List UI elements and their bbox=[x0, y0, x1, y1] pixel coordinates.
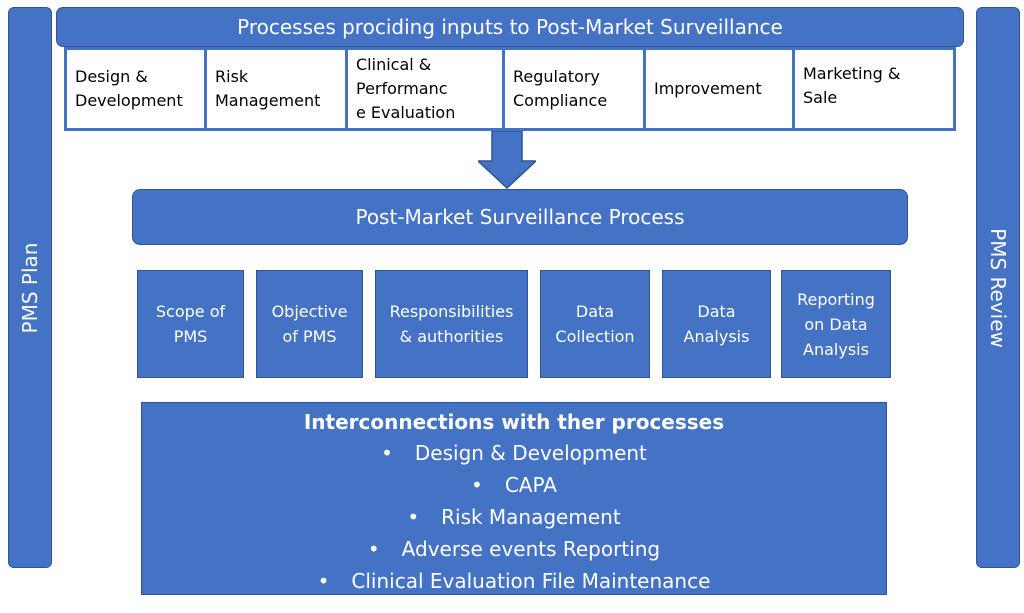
element-box-line: of PMS bbox=[282, 327, 337, 346]
input-box-line: Marketing & bbox=[803, 64, 901, 83]
element-box-line: Analysis bbox=[683, 327, 750, 346]
bullet-icon: • bbox=[367, 537, 380, 561]
interconnections-item: • Clinical Evaluation File Maintenance bbox=[142, 565, 886, 597]
bullet-icon: • bbox=[317, 569, 330, 593]
element-box-data-collection: Data Collection bbox=[540, 270, 650, 378]
pms-plan-bar: PMS Plan bbox=[8, 7, 52, 568]
interconnections-item: • Risk Management bbox=[142, 501, 886, 533]
element-box-line: Responsibilities bbox=[389, 302, 514, 321]
element-box-line: Collection bbox=[555, 327, 635, 346]
input-box-improvement: Improvement bbox=[646, 50, 795, 128]
interconnections-item-text: Risk Management bbox=[441, 505, 621, 529]
input-box-marketing-sale: Marketing & Sale bbox=[795, 50, 953, 128]
element-box-line: & authorities bbox=[399, 327, 504, 346]
input-box-design-development: Design & Development bbox=[67, 50, 207, 128]
element-box-scope: Scope of PMS bbox=[137, 270, 244, 378]
input-box-line: Sale bbox=[803, 88, 838, 107]
bullet-icon: • bbox=[471, 473, 483, 497]
element-box-line: Data bbox=[575, 302, 615, 321]
input-box-line: Development bbox=[75, 91, 183, 110]
element-box-reporting: Reporting on Data Analysis bbox=[781, 270, 891, 378]
input-box-regulatory-compliance: Regulatory Compliance bbox=[505, 50, 646, 128]
interconnections-item-text: CAPA bbox=[504, 473, 557, 497]
input-box-clinical-performance: Clinical & Performanc e Evaluation bbox=[348, 50, 505, 128]
input-processes-row: Design & Development Risk Management Cli… bbox=[64, 47, 956, 131]
input-box-line: Performanc bbox=[356, 79, 448, 98]
pms-review-bar: PMS Review bbox=[976, 7, 1020, 568]
input-box-line: Improvement bbox=[654, 79, 762, 98]
element-box-line: PMS bbox=[173, 327, 208, 346]
element-box-data-analysis: Data Analysis bbox=[662, 270, 771, 378]
inputs-header: Processes prociding inputs to Post-Marke… bbox=[56, 7, 964, 47]
interconnections-item-text: Design & Development bbox=[414, 441, 647, 465]
element-box-line: Reporting bbox=[797, 289, 875, 309]
pms-plan-label: PMS Plan bbox=[18, 242, 42, 333]
bullet-icon: • bbox=[381, 441, 393, 465]
interconnections-item: • Design & Development bbox=[142, 437, 886, 469]
interconnections-box: Interconnections with ther processes • De… bbox=[141, 402, 887, 595]
input-box-line: Clinical & bbox=[356, 55, 432, 74]
pms-review-label: PMS Review bbox=[986, 227, 1010, 348]
down-arrow-icon bbox=[478, 131, 536, 189]
pms-process-bar: Post-Market Surveillance Process bbox=[132, 189, 908, 245]
input-box-risk-management: Risk Management bbox=[207, 50, 348, 128]
interconnections-list: • Design & Development • CAPA • Risk Manage… bbox=[142, 437, 886, 597]
input-box-line: e Evaluation bbox=[356, 103, 456, 122]
element-box-responsibilities: Responsibilities & authorities bbox=[375, 270, 528, 378]
input-box-line: Management bbox=[215, 91, 321, 110]
input-box-line: Design & bbox=[75, 67, 148, 86]
inputs-title: Processes prociding inputs to Post-Marke… bbox=[237, 15, 783, 39]
input-box-line: Risk bbox=[215, 67, 249, 86]
element-box-line: on Data bbox=[804, 314, 868, 334]
element-box-line: Objective bbox=[271, 302, 348, 321]
interconnections-title: Interconnections with ther processes bbox=[303, 410, 725, 434]
pms-process-title: Post-Market Surveillance Process bbox=[355, 205, 685, 229]
element-box-line: Scope of bbox=[155, 302, 226, 321]
interconnections-item: • Adverse events Reporting bbox=[142, 533, 886, 565]
input-box-line: Compliance bbox=[513, 91, 608, 110]
bullet-icon: • bbox=[407, 505, 420, 529]
interconnections-item-text: Clinical Evaluation File Maintenance bbox=[351, 569, 711, 593]
element-box-objective: Objective of PMS bbox=[256, 270, 363, 378]
element-box-line: Analysis bbox=[803, 339, 869, 359]
interconnections-item-text: Adverse events Reporting bbox=[401, 537, 661, 561]
element-box-line: Data bbox=[697, 302, 736, 321]
interconnections-item: • CAPA bbox=[142, 469, 886, 501]
input-box-line: Regulatory bbox=[513, 67, 600, 86]
